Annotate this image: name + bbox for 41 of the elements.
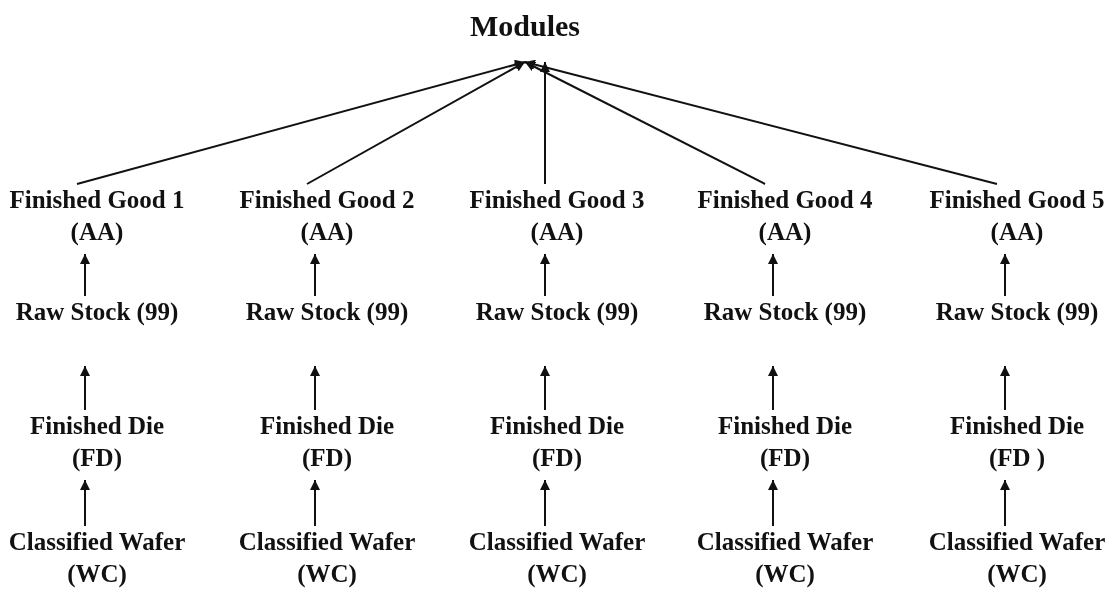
node-label: Finished Good 5 (AA) xyxy=(928,185,1106,248)
node-label: Classified Wafer (WC) xyxy=(928,527,1106,590)
arrow xyxy=(310,365,320,411)
arrow xyxy=(1000,365,1010,411)
arrow xyxy=(80,365,90,411)
node-label: Finished Good 1 (AA) xyxy=(8,185,186,248)
arrow xyxy=(1000,253,1010,297)
arrow xyxy=(768,365,778,411)
node-label: Raw Stock (99) xyxy=(702,297,868,328)
arrow xyxy=(540,479,550,527)
node-label: Classified Wafer (WC) xyxy=(468,527,646,590)
arrow xyxy=(310,253,320,297)
arrow xyxy=(1000,479,1010,527)
node-label: Finished Good 2 (AA) xyxy=(238,185,416,248)
arrow xyxy=(76,59,526,185)
node-label: Finished Die (FD ) xyxy=(948,411,1085,474)
node-label: Finished Die (FD) xyxy=(258,411,395,474)
node-label: Finished Good 4 (AA) xyxy=(696,185,874,248)
node-label: Finished Good 3 (AA) xyxy=(468,185,646,248)
arrow xyxy=(310,479,320,527)
arrow xyxy=(80,253,90,297)
arrow xyxy=(540,61,550,185)
heading-label: Modules xyxy=(469,8,581,44)
node-label: Finished Die (FD) xyxy=(488,411,625,474)
node-label: Raw Stock (99) xyxy=(14,297,180,328)
node-label: Raw Stock (99) xyxy=(934,297,1100,328)
node-label: Classified Wafer (WC) xyxy=(8,527,186,590)
node-label: Classified Wafer (WC) xyxy=(238,527,416,590)
node-label: Raw Stock (99) xyxy=(244,297,410,328)
node-label: Raw Stock (99) xyxy=(474,297,640,328)
arrow xyxy=(524,61,766,185)
node-label: Finished Die (FD) xyxy=(716,411,853,474)
arrow xyxy=(540,365,550,411)
arrow xyxy=(306,61,526,185)
arrow xyxy=(80,479,90,527)
arrow xyxy=(768,253,778,297)
node-label: Finished Die (FD) xyxy=(28,411,165,474)
arrow xyxy=(524,59,998,185)
arrow xyxy=(540,253,550,297)
node-label: Classified Wafer (WC) xyxy=(696,527,874,590)
arrow xyxy=(768,479,778,527)
